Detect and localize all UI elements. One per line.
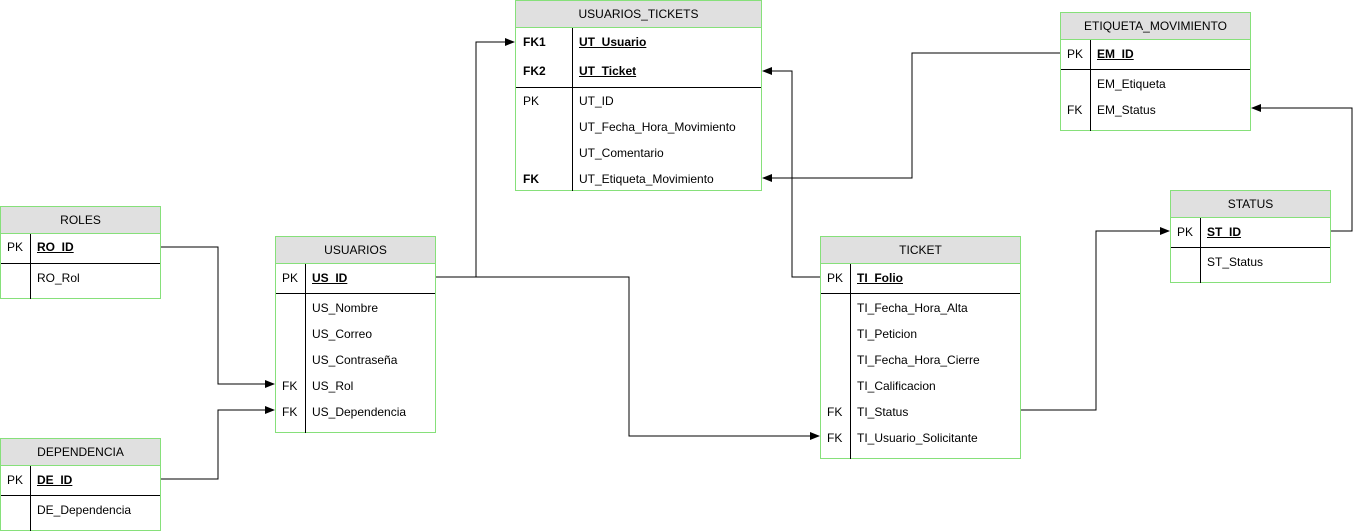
field-ti-peticion[interactable]: TI_Peticion [857,327,918,341]
fk-marker: FK [827,405,843,419]
pk-marker: PK [1177,225,1194,239]
fk-marker: FK [282,405,298,419]
field-us-dependencia[interactable]: US_Dependencia [312,405,407,419]
field-ut-comentario[interactable]: UT_Comentario [579,146,664,160]
field-st-status[interactable]: ST_Status [1207,255,1264,269]
pk-marker: PK [523,94,540,108]
entity-ticket[interactable]: TICKET PK TI_Folio TI_Fecha_Hora_Alta TI… [820,236,1021,459]
field-ti-calificacion[interactable]: TI_Calificacion [857,379,936,393]
pk-marker: PK [7,473,24,487]
field-us-rol[interactable]: US_Rol [312,379,354,393]
fk-marker: FK [523,172,539,186]
field-de-dependencia[interactable]: DE_Dependencia [37,503,132,517]
field-ti-status[interactable]: TI_Status [857,405,909,419]
connector-ticket-usuarios-tickets [762,67,820,278]
field-us-id[interactable]: US_ID [312,271,348,285]
entity-title: TICKET [821,237,1020,264]
entity-roles[interactable]: ROLES PK RO_ID RO_Rol [0,206,161,299]
field-ti-usuario-solicitante[interactable]: TI_Usuario_Solicitante [857,431,978,445]
field-ti-fecha-hora-alta[interactable]: TI_Fecha_Hora_Alta [857,301,968,315]
connector-roles-usuarios [161,246,275,388]
entity-usuarios[interactable]: USUARIOS PK US_ID US_Nombre US_Correo US… [275,236,436,433]
entity-status[interactable]: STATUS PK ST_ID ST_Status [1170,190,1331,283]
connector-usuarios-ticket [436,276,820,440]
connector-ticket-status [1021,227,1170,411]
connector-etiqueta-usuarios-tickets [762,52,1060,182]
fk-marker: FK2 [523,64,546,78]
field-us-nombre[interactable]: US_Nombre [312,301,379,315]
entity-title: ETIQUETA_MOVIMIENTO [1061,13,1250,40]
field-ut-usuario[interactable]: UT_Usuario [579,35,647,49]
field-st-id[interactable]: ST_ID [1207,225,1242,239]
connector-dependencia-usuarios [161,406,275,480]
field-us-correo[interactable]: US_Correo [312,327,373,341]
pk-marker: PK [282,271,299,285]
field-ut-ticket[interactable]: UT_Ticket [579,64,637,78]
pk-marker: PK [7,240,24,254]
entity-title: USUARIOS [276,237,435,264]
entity-title: USUARIOS_TICKETS [516,1,761,28]
field-ut-fecha-hora-movimiento[interactable]: UT_Fecha_Hora_Movimiento [579,120,736,134]
entity-dependencia[interactable]: DEPENDENCIA PK DE_ID DE_Dependencia [0,438,161,531]
pk-marker: PK [1067,47,1084,61]
fk-marker: FK [282,379,298,393]
fk-marker: FK [827,431,843,445]
entity-title: DEPENDENCIA [1,439,160,466]
field-ti-folio[interactable]: TI_Folio [857,271,903,285]
field-ti-fecha-hora-cierre[interactable]: TI_Fecha_Hora_Cierre [857,353,980,367]
field-em-etiqueta[interactable]: EM_Etiqueta [1097,77,1166,91]
entity-etiqueta-movimiento[interactable]: ETIQUETA_MOVIMIENTO PK EM_ID EM_Etiqueta… [1060,12,1251,131]
entity-title: ROLES [1,207,160,234]
connector-status-etiqueta [1251,104,1353,232]
field-de-id[interactable]: DE_ID [37,473,73,487]
entity-usuarios-tickets[interactable]: USUARIOS_TICKETS FK1 UT_Usuario FK2 UT_T… [515,0,762,191]
field-em-id[interactable]: EM_ID [1097,47,1134,61]
field-em-status[interactable]: EM_Status [1097,103,1156,117]
field-us-contrasena[interactable]: US_Contraseña [312,353,398,367]
field-ut-id[interactable]: UT_ID [579,94,614,108]
field-ro-rol[interactable]: RO_Rol [37,271,80,285]
pk-marker: PK [827,271,844,285]
fk-marker: FK1 [523,35,546,49]
fk-marker: FK [1067,103,1083,117]
field-ro-id[interactable]: RO_ID [37,240,74,254]
entity-title: STATUS [1171,191,1330,218]
field-ut-etiqueta-movimiento[interactable]: UT_Etiqueta_Movimiento [579,172,714,186]
connector-usuarios-usuarios-tickets [436,38,515,278]
